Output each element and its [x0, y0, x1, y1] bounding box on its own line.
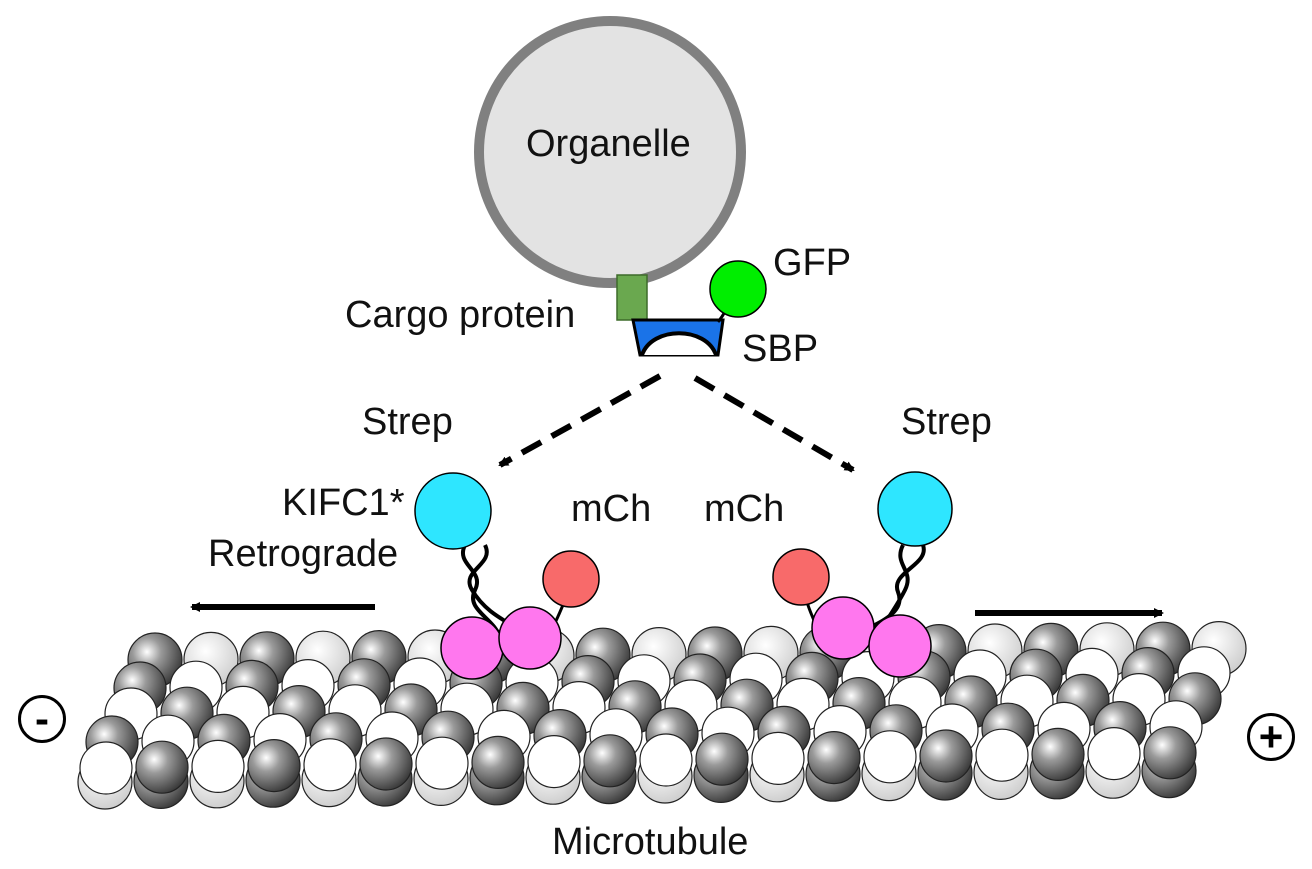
cargo-protein	[616, 274, 648, 321]
left-motor	[414, 472, 600, 680]
microtubule-label: Microtubule	[552, 821, 749, 863]
tubulin-subunit	[583, 734, 637, 788]
strep-tag	[414, 472, 492, 550]
motor-head	[868, 614, 932, 678]
tubulin-subunit	[751, 731, 805, 786]
tubulin-subunit	[975, 728, 1029, 782]
kifc1-label: KIFC1*	[282, 482, 405, 524]
plus-end-icon: +	[1247, 713, 1295, 761]
tubulin-subunit	[79, 741, 133, 795]
cargo-protein-label: Cargo protein	[345, 294, 576, 336]
gfp-label: GFP	[773, 242, 852, 284]
tubulin-subunit	[471, 735, 525, 790]
tubulin-subunit	[135, 740, 189, 794]
motor-head	[498, 606, 562, 670]
tubulin-subunit	[527, 734, 581, 789]
tubulin-subunit	[695, 732, 749, 786]
tubulin-subunit	[415, 736, 469, 790]
tubulin-subunit	[191, 739, 245, 794]
tubulin-subunit	[1143, 726, 1197, 780]
tubulin-subunit	[807, 730, 861, 785]
sbp-adaptor	[631, 318, 725, 357]
strep-label-right: Strep	[901, 401, 992, 443]
sbp-label: SBP	[742, 328, 819, 370]
tubulin-subunit	[919, 729, 973, 783]
mch-label-right: mCh	[704, 488, 785, 530]
tubulin-subunit	[863, 730, 917, 784]
organelle-label: Organelle	[526, 123, 691, 165]
retrograde-label: Retrograde	[208, 533, 399, 575]
right-motor	[772, 471, 953, 678]
strep-tag	[877, 471, 953, 547]
organelle	[474, 16, 746, 288]
tubulin-subunit	[247, 738, 301, 793]
tubulin-subunit	[359, 737, 413, 791]
motor-head	[440, 616, 504, 680]
microtubule	[77, 620, 1247, 810]
mcherry	[772, 548, 830, 606]
tubulin-subunit	[303, 738, 357, 792]
recruitment-arrow-right	[693, 375, 855, 473]
tubulin-subunit	[639, 733, 693, 787]
motor-head	[811, 596, 875, 660]
tubulin-subunit	[1087, 726, 1141, 781]
tubulin-subunit	[1031, 727, 1085, 782]
strep-label-left: Strep	[362, 401, 453, 443]
coiled-coil-stalk	[467, 544, 522, 632]
minus-end-icon: -	[18, 695, 66, 743]
recruitment-arrow-left	[498, 373, 662, 468]
mcherry	[542, 550, 600, 608]
mch-label-left: mCh	[571, 488, 652, 530]
gfp	[709, 260, 767, 318]
